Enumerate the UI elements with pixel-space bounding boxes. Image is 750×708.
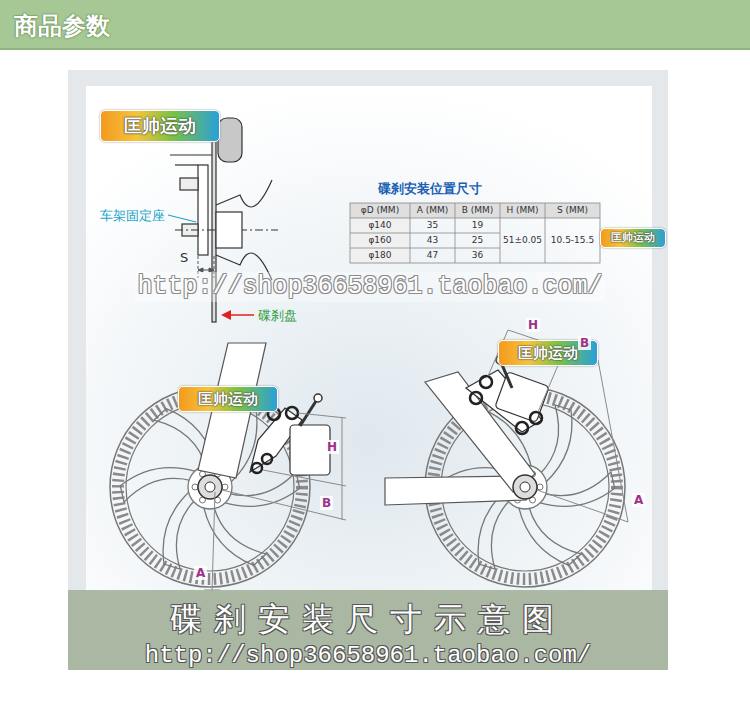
- dimension-letter: B: [320, 496, 333, 510]
- part-name: 车架固定座: [100, 207, 165, 225]
- page-heading: 商品参数: [14, 10, 110, 42]
- brand-logo: 匡帅运动: [178, 386, 278, 412]
- table-cell: 43: [410, 233, 455, 248]
- dimension-letter: B: [578, 336, 591, 350]
- dimension-letter: S: [180, 250, 188, 265]
- table-cell: φ140: [350, 218, 410, 233]
- table-cell: φ160: [350, 233, 410, 248]
- table-cell: 10.5-15.5: [545, 218, 600, 263]
- table-header: φD (MM): [350, 203, 410, 218]
- table-cell: φ180: [350, 248, 410, 263]
- part-name: 碟刹盘: [258, 307, 297, 325]
- brand-logo: 匡帅运动: [100, 110, 220, 142]
- table-cell: 19: [455, 218, 500, 233]
- brand-logo: 匡帅运动: [600, 228, 666, 248]
- table-header: H (MM): [500, 203, 545, 218]
- table-cell: 47: [410, 248, 455, 263]
- dimension-letter: A: [632, 493, 645, 507]
- watermark-url: http://shop36658961.taobao.com/: [125, 643, 611, 669]
- table-header: A (MM): [410, 203, 455, 218]
- watermark-url: http://shop36658961.taobao.com/: [135, 272, 605, 302]
- table-cell: 51±0.05: [500, 218, 545, 263]
- table-cell: 25: [455, 233, 500, 248]
- table-header: S (MM): [545, 203, 600, 218]
- table-cell: 35: [410, 218, 455, 233]
- dimension-letter: H: [325, 440, 339, 454]
- dimension-letter: A: [194, 566, 207, 580]
- dimension-letter: H: [526, 318, 540, 332]
- figure-caption: 碟刹安装尺寸示意图: [68, 597, 668, 641]
- table-title: 碟刹安装位置尺寸: [378, 180, 482, 198]
- table-cell: 36: [455, 248, 500, 263]
- table-header: B (MM): [455, 203, 500, 218]
